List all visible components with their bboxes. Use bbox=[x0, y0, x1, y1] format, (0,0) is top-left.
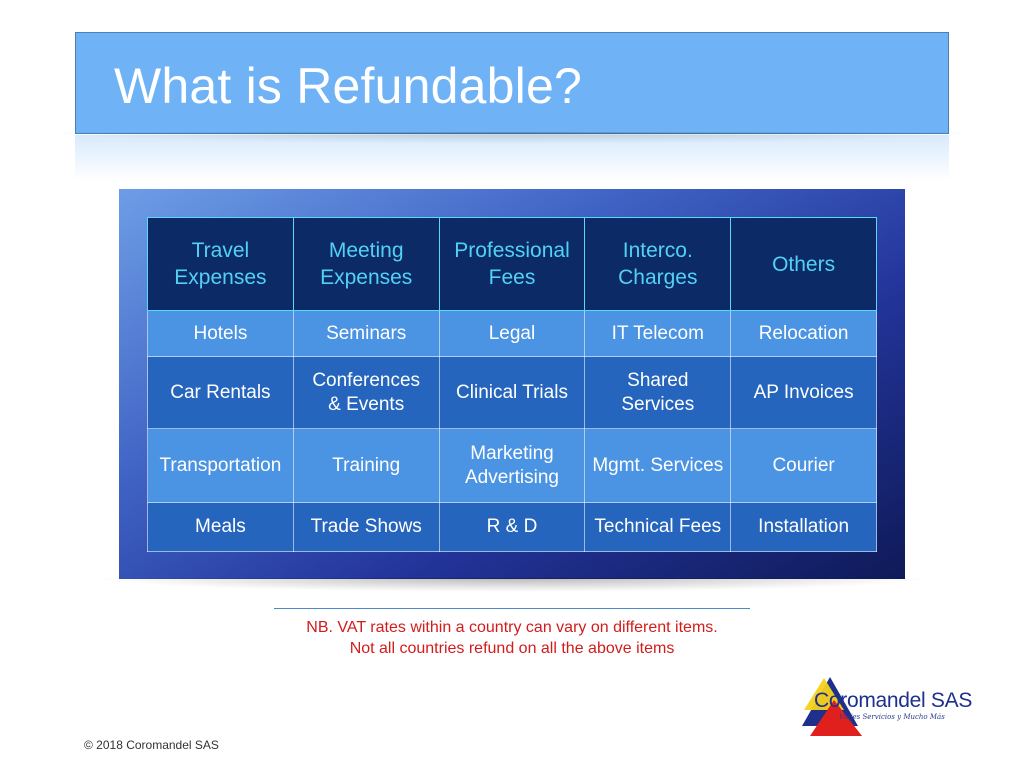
logo-tagline: Viajes Servicios y Mucho Más bbox=[839, 713, 945, 721]
table-cell: Seminars bbox=[292, 310, 440, 357]
coromandel-logo-icon bbox=[802, 677, 862, 736]
cell-line: Courier bbox=[772, 454, 835, 476]
cell-line: Legal bbox=[488, 322, 536, 344]
header-line: Fees bbox=[488, 266, 536, 289]
table-row: Meals Trade Shows R & D Technical Fees I… bbox=[147, 502, 877, 552]
header-travel-expenses: Travel Expenses bbox=[147, 217, 294, 311]
header-others: Others bbox=[730, 217, 877, 311]
panel-shadow bbox=[90, 578, 934, 592]
header-interco-charges: Interco. Charges bbox=[584, 217, 732, 311]
table-cell: Meals bbox=[147, 502, 294, 552]
table-cell: Transportation bbox=[147, 428, 294, 503]
cell-line: Clinical Trials bbox=[456, 381, 568, 403]
cell-line: Technical Fees bbox=[594, 516, 722, 537]
copyright-text: © 2018 Coromandel SAS bbox=[84, 738, 219, 752]
cell-line: Car Rentals bbox=[170, 381, 271, 403]
logo-name: Coromandel SAS bbox=[814, 689, 973, 712]
table-cell: AP Invoices bbox=[730, 356, 877, 429]
header-line: Meeting bbox=[328, 239, 404, 262]
header-line: Professional bbox=[454, 239, 570, 262]
header-line: Travel bbox=[191, 239, 250, 262]
title-reflection bbox=[75, 135, 949, 181]
header-line: Others bbox=[772, 252, 836, 276]
note-line-2: Not all countries refund on all the abov… bbox=[349, 640, 675, 657]
table-cell: Installation bbox=[730, 502, 877, 552]
cell-line: Seminars bbox=[326, 322, 407, 344]
table-cell: Clinical Trials bbox=[438, 356, 586, 429]
vat-note: NB. VAT rates within a country can vary … bbox=[262, 617, 762, 659]
cell-line: R & D bbox=[486, 516, 538, 537]
slide-title: What is Refundable? bbox=[114, 58, 582, 114]
logo-red-triangle bbox=[810, 700, 862, 736]
cell-line: Services bbox=[621, 393, 695, 415]
table-cell: Conferences & Events bbox=[292, 356, 440, 429]
cell-line: Training bbox=[332, 454, 401, 476]
title-shadow bbox=[40, 132, 984, 144]
header-line: Expenses bbox=[320, 266, 413, 289]
cell-line: Installation bbox=[758, 516, 850, 537]
cell-line: Trade Shows bbox=[310, 516, 422, 537]
table-cell: Legal bbox=[438, 310, 586, 357]
note-divider bbox=[274, 608, 750, 609]
title-banner: What is Refundable? bbox=[75, 32, 949, 134]
cell-line: Meals bbox=[195, 516, 246, 537]
table-cell: Trade Shows bbox=[292, 502, 440, 552]
table-cell: IT Telecom bbox=[584, 310, 732, 357]
cell-line: Marketing bbox=[470, 442, 554, 464]
table-cell: R & D bbox=[438, 502, 586, 552]
table-cell: Mgmt. Services bbox=[584, 428, 732, 503]
table-cell: Marketing Advertising bbox=[438, 428, 586, 503]
table-header-row: Travel Expenses Meeting Expenses Profess… bbox=[147, 217, 877, 311]
cell-line: IT Telecom bbox=[611, 322, 704, 344]
table-row: Car Rentals Conferences & Events Clinica… bbox=[147, 356, 877, 429]
cell-line: & Events bbox=[328, 393, 405, 415]
header-meeting-expenses: Meeting Expenses bbox=[292, 217, 440, 311]
cell-line: Hotels bbox=[193, 322, 248, 344]
table-row: Transportation Training Marketing Advert… bbox=[147, 428, 877, 503]
table-cell: Relocation bbox=[730, 310, 877, 357]
header-line: Charges bbox=[618, 266, 698, 289]
header-line: Interco. bbox=[622, 239, 693, 262]
table-cell: Courier bbox=[730, 428, 877, 503]
cell-line: AP Invoices bbox=[753, 381, 854, 403]
refundable-table: Travel Expenses Meeting Expenses Profess… bbox=[147, 217, 877, 552]
note-line-1: NB. VAT rates within a country can vary … bbox=[306, 619, 718, 636]
cell-line: Conferences bbox=[312, 369, 421, 391]
cell-line: Relocation bbox=[758, 322, 849, 344]
table-cell: Car Rentals bbox=[147, 356, 294, 429]
header-line: Expenses bbox=[174, 266, 267, 289]
cell-line: Advertising bbox=[464, 466, 559, 488]
header-professional-fees: Professional Fees bbox=[438, 217, 586, 311]
table-cell: Technical Fees bbox=[584, 502, 732, 552]
table-cell: Training bbox=[292, 428, 440, 503]
table-cell: Hotels bbox=[147, 310, 294, 357]
table-row: Hotels Seminars Legal IT Telecom Relocat… bbox=[147, 310, 877, 357]
cell-line: Mgmt. Services bbox=[592, 454, 724, 476]
table-cell: Shared Services bbox=[584, 356, 732, 429]
cell-line: Transportation bbox=[159, 454, 282, 476]
cell-line: Shared bbox=[627, 369, 689, 391]
